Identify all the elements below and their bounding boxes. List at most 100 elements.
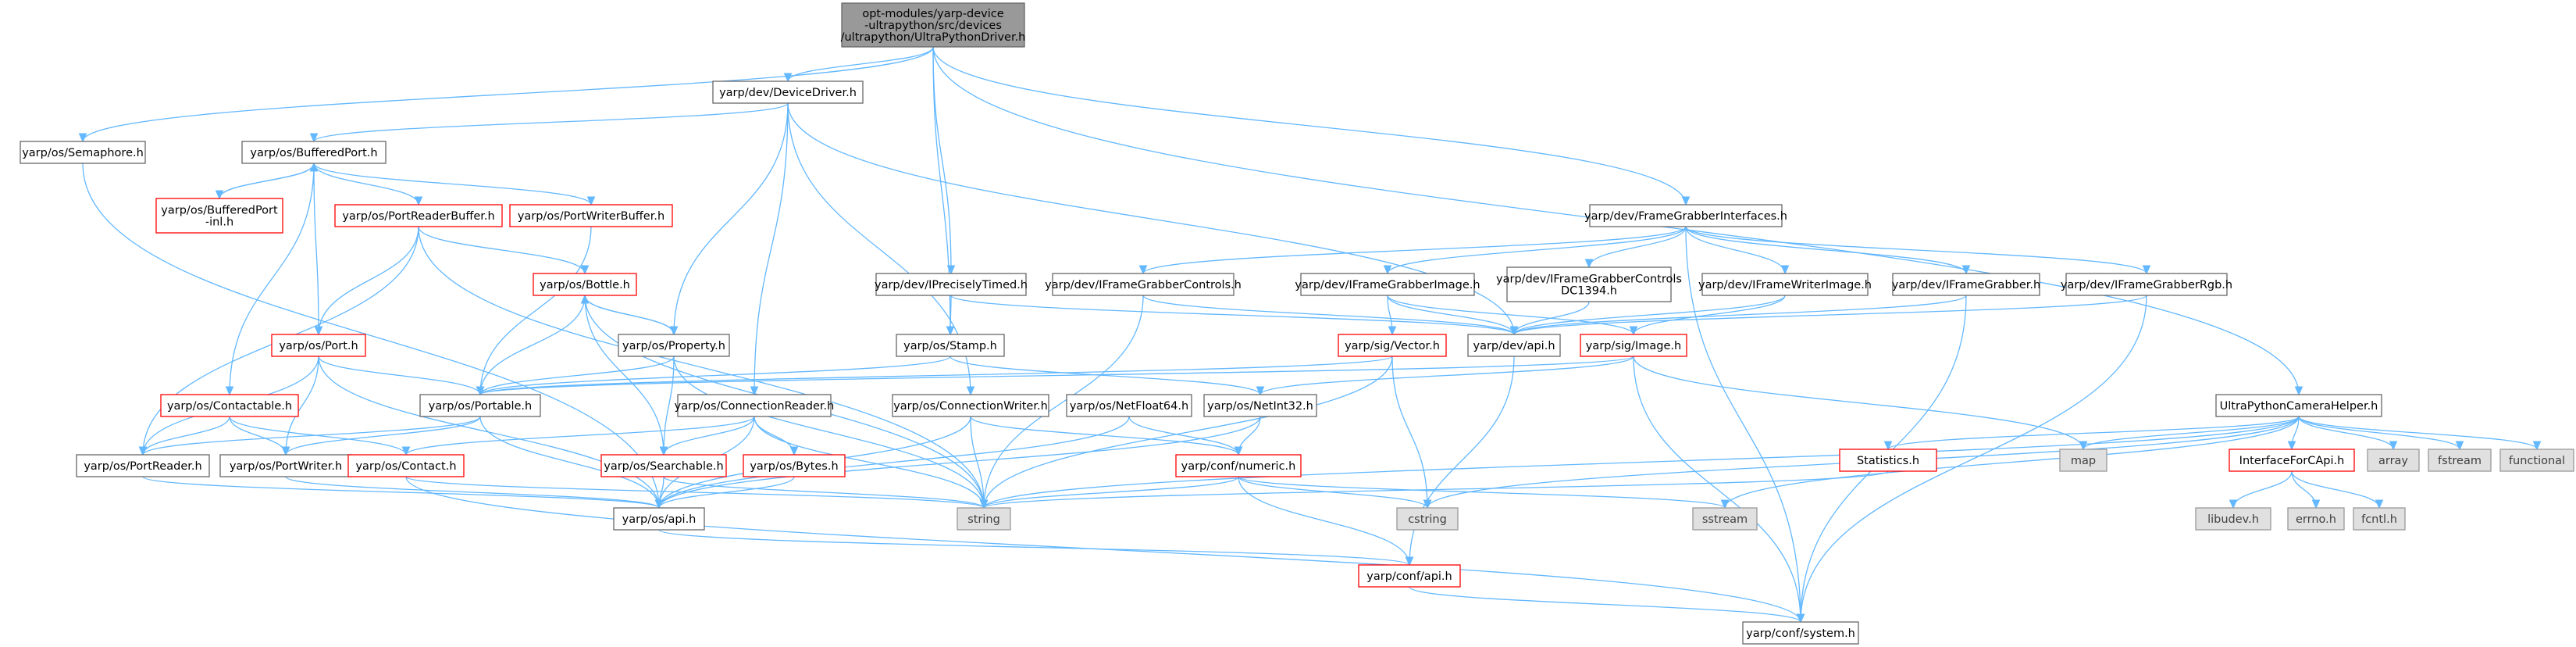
node-string[interactable]: string [957,507,1011,531]
node-iframegrabberimage[interactable]: yarp/dev/IFrameGrabberImage.h [1295,273,1480,296]
node-bufferedport[interactable]: yarp/os/BufferedPort.h [241,141,387,164]
edge-numeric-to-string [984,476,1239,508]
node-bytes[interactable]: yarp/os/Bytes.h [743,454,846,477]
node-array[interactable]: array [2367,449,2420,472]
edge-portreaderbuffer-to-string [418,226,984,508]
node-bottle[interactable]: yarp/os/Bottle.h [533,273,637,296]
node-box [1358,564,1461,588]
node-box [1175,454,1302,477]
node-label: /ultrapython/UltraPythonDriver.h [841,31,1026,44]
edge-connectionreader-to-searchable [664,416,755,455]
node-devicedriver[interactable]: yarp/dev/DeviceDriver.h [712,80,864,104]
node-label: yarp/os/ConnectionReader.h [675,400,835,413]
node-label: yarp/os/Portable.h [429,400,532,413]
node-sigimage[interactable]: yarp/sig/Image.h [1580,334,1687,357]
node-connectionwriter[interactable]: yarp/os/ConnectionWriter.h [892,394,1049,417]
node-portreaderbuffer[interactable]: yarp/os/PortReaderBuffer.h [334,204,503,227]
node-iframewriterimage[interactable]: yarp/dev/IFrameWriterImage.h [1698,273,1872,296]
node-sigvector[interactable]: yarp/sig/Vector.h [1338,334,1447,357]
node-box [957,507,1011,531]
edge-sigimage-to-map [1633,356,2083,449]
node-box [2195,507,2271,531]
edge-sigvector-to-portable [480,356,1393,395]
edge-bufferedport_inl-to-bufferedport [219,163,314,199]
node-map[interactable]: map [2059,449,2107,472]
node-stamp[interactable]: yarp/os/Stamp.h [896,334,1005,357]
node-camerahelper[interactable]: UltraPythonCameraHelper.h [2215,394,2382,417]
node-label: yarp/conf/system.h [1746,627,1855,640]
node-label: yarp/os/PortWriter.h [230,460,342,473]
node-box [271,334,366,357]
node-label: fcntl.h [2361,513,2397,526]
node-box [155,198,283,234]
edge-portable-to-osapi [479,416,659,508]
edge-iframegrabber-to-devapi [1514,295,1967,334]
node-label: yarp/dev/IFrameGrabberControls.h [1045,279,1242,291]
node-label: UltraPythonCameraHelper.h [2220,400,2378,413]
edge-interfaceforcapi-to-libudev [2233,470,2293,508]
node-box [2229,449,2355,472]
node-fcntl[interactable]: fcntl.h [2353,507,2406,531]
node-ipreciselytimed[interactable]: yarp/dev/IPreciselyTimed.h [875,273,1028,296]
node-portreader[interactable]: yarp/os/PortReader.h [76,454,210,477]
node-fstream[interactable]: fstream [2428,449,2492,472]
node-property[interactable]: yarp/os/Property.h [618,334,730,357]
node-functional[interactable]: functional [2499,449,2574,472]
node-errno[interactable]: errno.h [2287,507,2345,531]
node-iframegrabber[interactable]: yarp/dev/IFrameGrabber.h [1892,273,2040,296]
node-netfloat64[interactable]: yarp/os/NetFloat64.h [1066,394,1192,417]
edge-port-to-portwriter [286,356,319,455]
node-label: yarp/os/Semaphore.h [22,147,144,159]
node-iframegrabbercontrols[interactable]: yarp/dev/IFrameGrabberControls.h [1045,273,1242,296]
edge-ipreciselytimed-to-stamp [950,295,951,334]
node-port[interactable]: yarp/os/Port.h [271,334,366,357]
node-label: yarp/os/Bottle.h [540,279,630,291]
node-searchable[interactable]: yarp/os/Searchable.h [600,454,727,477]
edge-camerahelper-to-array [2298,416,2393,449]
node-portwriter[interactable]: yarp/os/PortWriter.h [219,454,352,477]
node-label: string [967,513,1000,526]
node-statistics[interactable]: Statistics.h [1839,449,1937,472]
node-label: yarp/dev/DeviceDriver.h [719,87,857,99]
node-contactable[interactable]: yarp/os/Contactable.h [160,394,299,417]
node-box [1467,334,1561,357]
edge-iframegrabbercontrols-to-string [984,295,1144,508]
node-box [2215,394,2382,417]
node-contact[interactable]: yarp/os/Contact.h [347,454,465,477]
node-box [2059,449,2107,472]
node-label: DC1394.h [1561,285,1617,298]
node-box [743,454,846,477]
edge-portwriter-to-osapi [285,476,659,508]
node-label: yarp/os/Port.h [279,340,358,352]
node-semaphore[interactable]: yarp/os/Semaphore.h [20,141,146,164]
edge-numeric-to-confapi [1238,476,1409,565]
node-libudev[interactable]: libudev.h [2195,507,2271,531]
node-root[interactable]: opt-modules/yarp-device-ultrapython/src/… [841,2,1026,48]
node-iframegrabberrgb[interactable]: yarp/dev/IFrameGrabberRgb.h [2061,273,2232,296]
node-portable[interactable]: yarp/os/Portable.h [419,394,541,417]
edge-devicedriver-to-property [674,102,789,334]
edge-framegrabberinterfaces-to-iframegrabber [1685,226,1966,273]
node-box [600,454,727,477]
node-portwriterbuffer[interactable]: yarp/os/PortWriterBuffer.h [509,204,673,227]
edge-osapi-to-confapi [658,529,1409,565]
node-osapi[interactable]: yarp/os/api.h [613,507,705,531]
node-system[interactable]: yarp/conf/system.h [1742,621,1859,645]
node-box [1742,621,1859,645]
node-sstream[interactable]: sstream [1692,507,1758,531]
node-interfaceforcapi[interactable]: InterfaceForCApi.h [2229,449,2355,472]
node-bufferedport-inl[interactable]: yarp/os/BufferedPort-inl.h [155,198,283,234]
edge-searchable-to-string [663,476,984,508]
node-label: map [2071,455,2096,467]
node-netint32[interactable]: yarp/os/NetInt32.h [1203,394,1317,417]
node-cstring[interactable]: cstring [1396,507,1459,531]
node-numeric[interactable]: yarp/conf/numeric.h [1175,454,1302,477]
node-framegrabberinterfaces[interactable]: yarp/dev/FrameGrabberInterfaces.h [1584,204,1787,227]
node-box [841,2,1025,48]
node-confapi[interactable]: yarp/conf/api.h [1358,564,1461,588]
edge-camerahelper-to-string [984,416,2300,508]
node-connectionreader[interactable]: yarp/os/ConnectionReader.h [675,394,835,417]
node-devapi[interactable]: yarp/dev/api.h [1467,334,1561,357]
